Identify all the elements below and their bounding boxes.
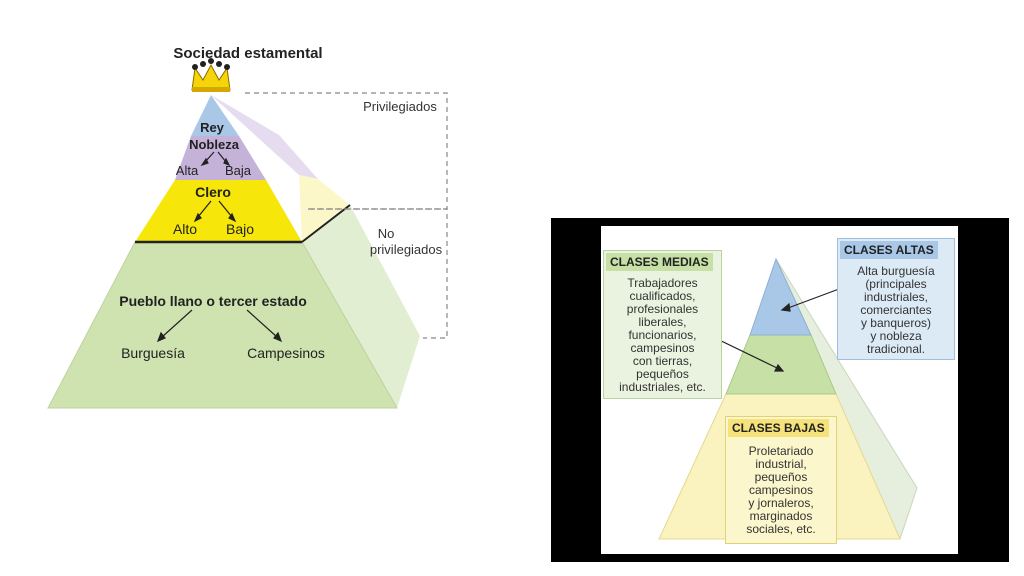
- altas-line: (principales: [865, 277, 927, 291]
- bajas-line: campesinos: [748, 483, 814, 497]
- no-privilegiados-label: privilegiados: [370, 242, 443, 257]
- altas-line: comerciantes: [860, 303, 932, 317]
- crown-icon: [191, 58, 231, 92]
- alto-label: Alto: [173, 221, 197, 237]
- rey-layer: [191, 95, 239, 136]
- clero-side-line: [301, 204, 351, 243]
- altas-line: tradicional.: [866, 342, 926, 356]
- pueblo-arrows: [156, 309, 283, 343]
- bajas-line: Proletariado: [748, 444, 814, 458]
- pueblo-label: Pueblo llano o tercer estado: [119, 293, 307, 309]
- bajas-text: Proletariado industrial, pequeños campes…: [726, 445, 836, 536]
- altas-line: industriales,: [863, 290, 929, 304]
- privilegiados-bracket: [245, 92, 448, 210]
- no-privilegiados-bracket: [308, 208, 448, 339]
- clero-arrows: [193, 200, 237, 223]
- medias-arrow: [710, 335, 785, 372]
- medias-line: profesionales: [626, 302, 699, 316]
- pyramid-side-bottom: [302, 205, 420, 408]
- no-label: No: [378, 226, 395, 241]
- baja-label: Baja: [225, 163, 252, 178]
- estamental-diagram: Sociedad estamental Rey Nobleza Alta Baj…: [40, 35, 490, 415]
- bajas-title: CLASES BAJAS: [728, 419, 829, 437]
- medias-title: CLASES MEDIAS: [606, 253, 713, 271]
- pyramid-side-middle: [299, 175, 350, 244]
- pyramid-side-top: [211, 95, 318, 179]
- burguesia-label: Burguesía: [121, 345, 185, 361]
- medias-line: cualificados,: [629, 289, 696, 303]
- medias-line: pequeños: [636, 367, 689, 381]
- altas-title: CLASES ALTAS: [840, 241, 938, 259]
- campesinos-label: Campesinos: [247, 345, 325, 361]
- altas-text: Alta burguesía (principales industriales…: [838, 265, 954, 356]
- nobleza-arrows: [200, 151, 231, 167]
- rey-label: Rey: [200, 120, 225, 135]
- bajas-box: CLASES BAJAS Proletariado industrial, pe…: [725, 416, 837, 544]
- medias-line: campesinos: [630, 341, 695, 355]
- bajas-line: marginados: [749, 509, 813, 523]
- clases-canvas: CLASES MEDIAS Trabajadores cualificados,…: [601, 226, 958, 554]
- altas-layer: [749, 257, 812, 336]
- altas-arrow: [780, 288, 840, 312]
- bajas-line: pequeños: [754, 470, 808, 484]
- estamental-pyramid-svg: Sociedad estamental Rey Nobleza Alta Baj…: [47, 45, 448, 409]
- bajas-line: y jornaleros,: [748, 496, 814, 510]
- bajas-line: sociales, etc.: [746, 522, 816, 536]
- alta-label: Alta: [176, 163, 199, 178]
- medias-line: industriales, etc.: [619, 380, 706, 394]
- medias-line: liberales,: [638, 315, 687, 329]
- clero-label: Clero: [195, 184, 231, 200]
- bajo-label: Bajo: [226, 221, 254, 237]
- altas-line: y nobleza: [870, 329, 922, 343]
- bajas-line: industrial,: [755, 457, 807, 471]
- medias-line: Trabajadores: [627, 276, 698, 290]
- privilegiados-label: Privilegiados: [363, 99, 437, 114]
- nobleza-layer: [175, 136, 266, 180]
- clero-layer: [135, 180, 302, 242]
- medias-text: Trabajadores cualificados, profesionales…: [604, 277, 721, 394]
- nobleza-label: Nobleza: [189, 137, 240, 152]
- medias-line: con tierras,: [632, 354, 693, 368]
- estamental-title: Sociedad estamental: [173, 45, 322, 62]
- clases-panel: CLASES MEDIAS Trabajadores cualificados,…: [551, 218, 1009, 562]
- medias-box: CLASES MEDIAS Trabajadores cualificados,…: [603, 250, 722, 399]
- altas-line: y banqueros): [860, 316, 932, 330]
- altas-line: Alta burguesía: [857, 264, 935, 278]
- altas-box: CLASES ALTAS Alta burguesía (principales…: [837, 238, 955, 360]
- medias-line: funcionarios,: [628, 328, 697, 342]
